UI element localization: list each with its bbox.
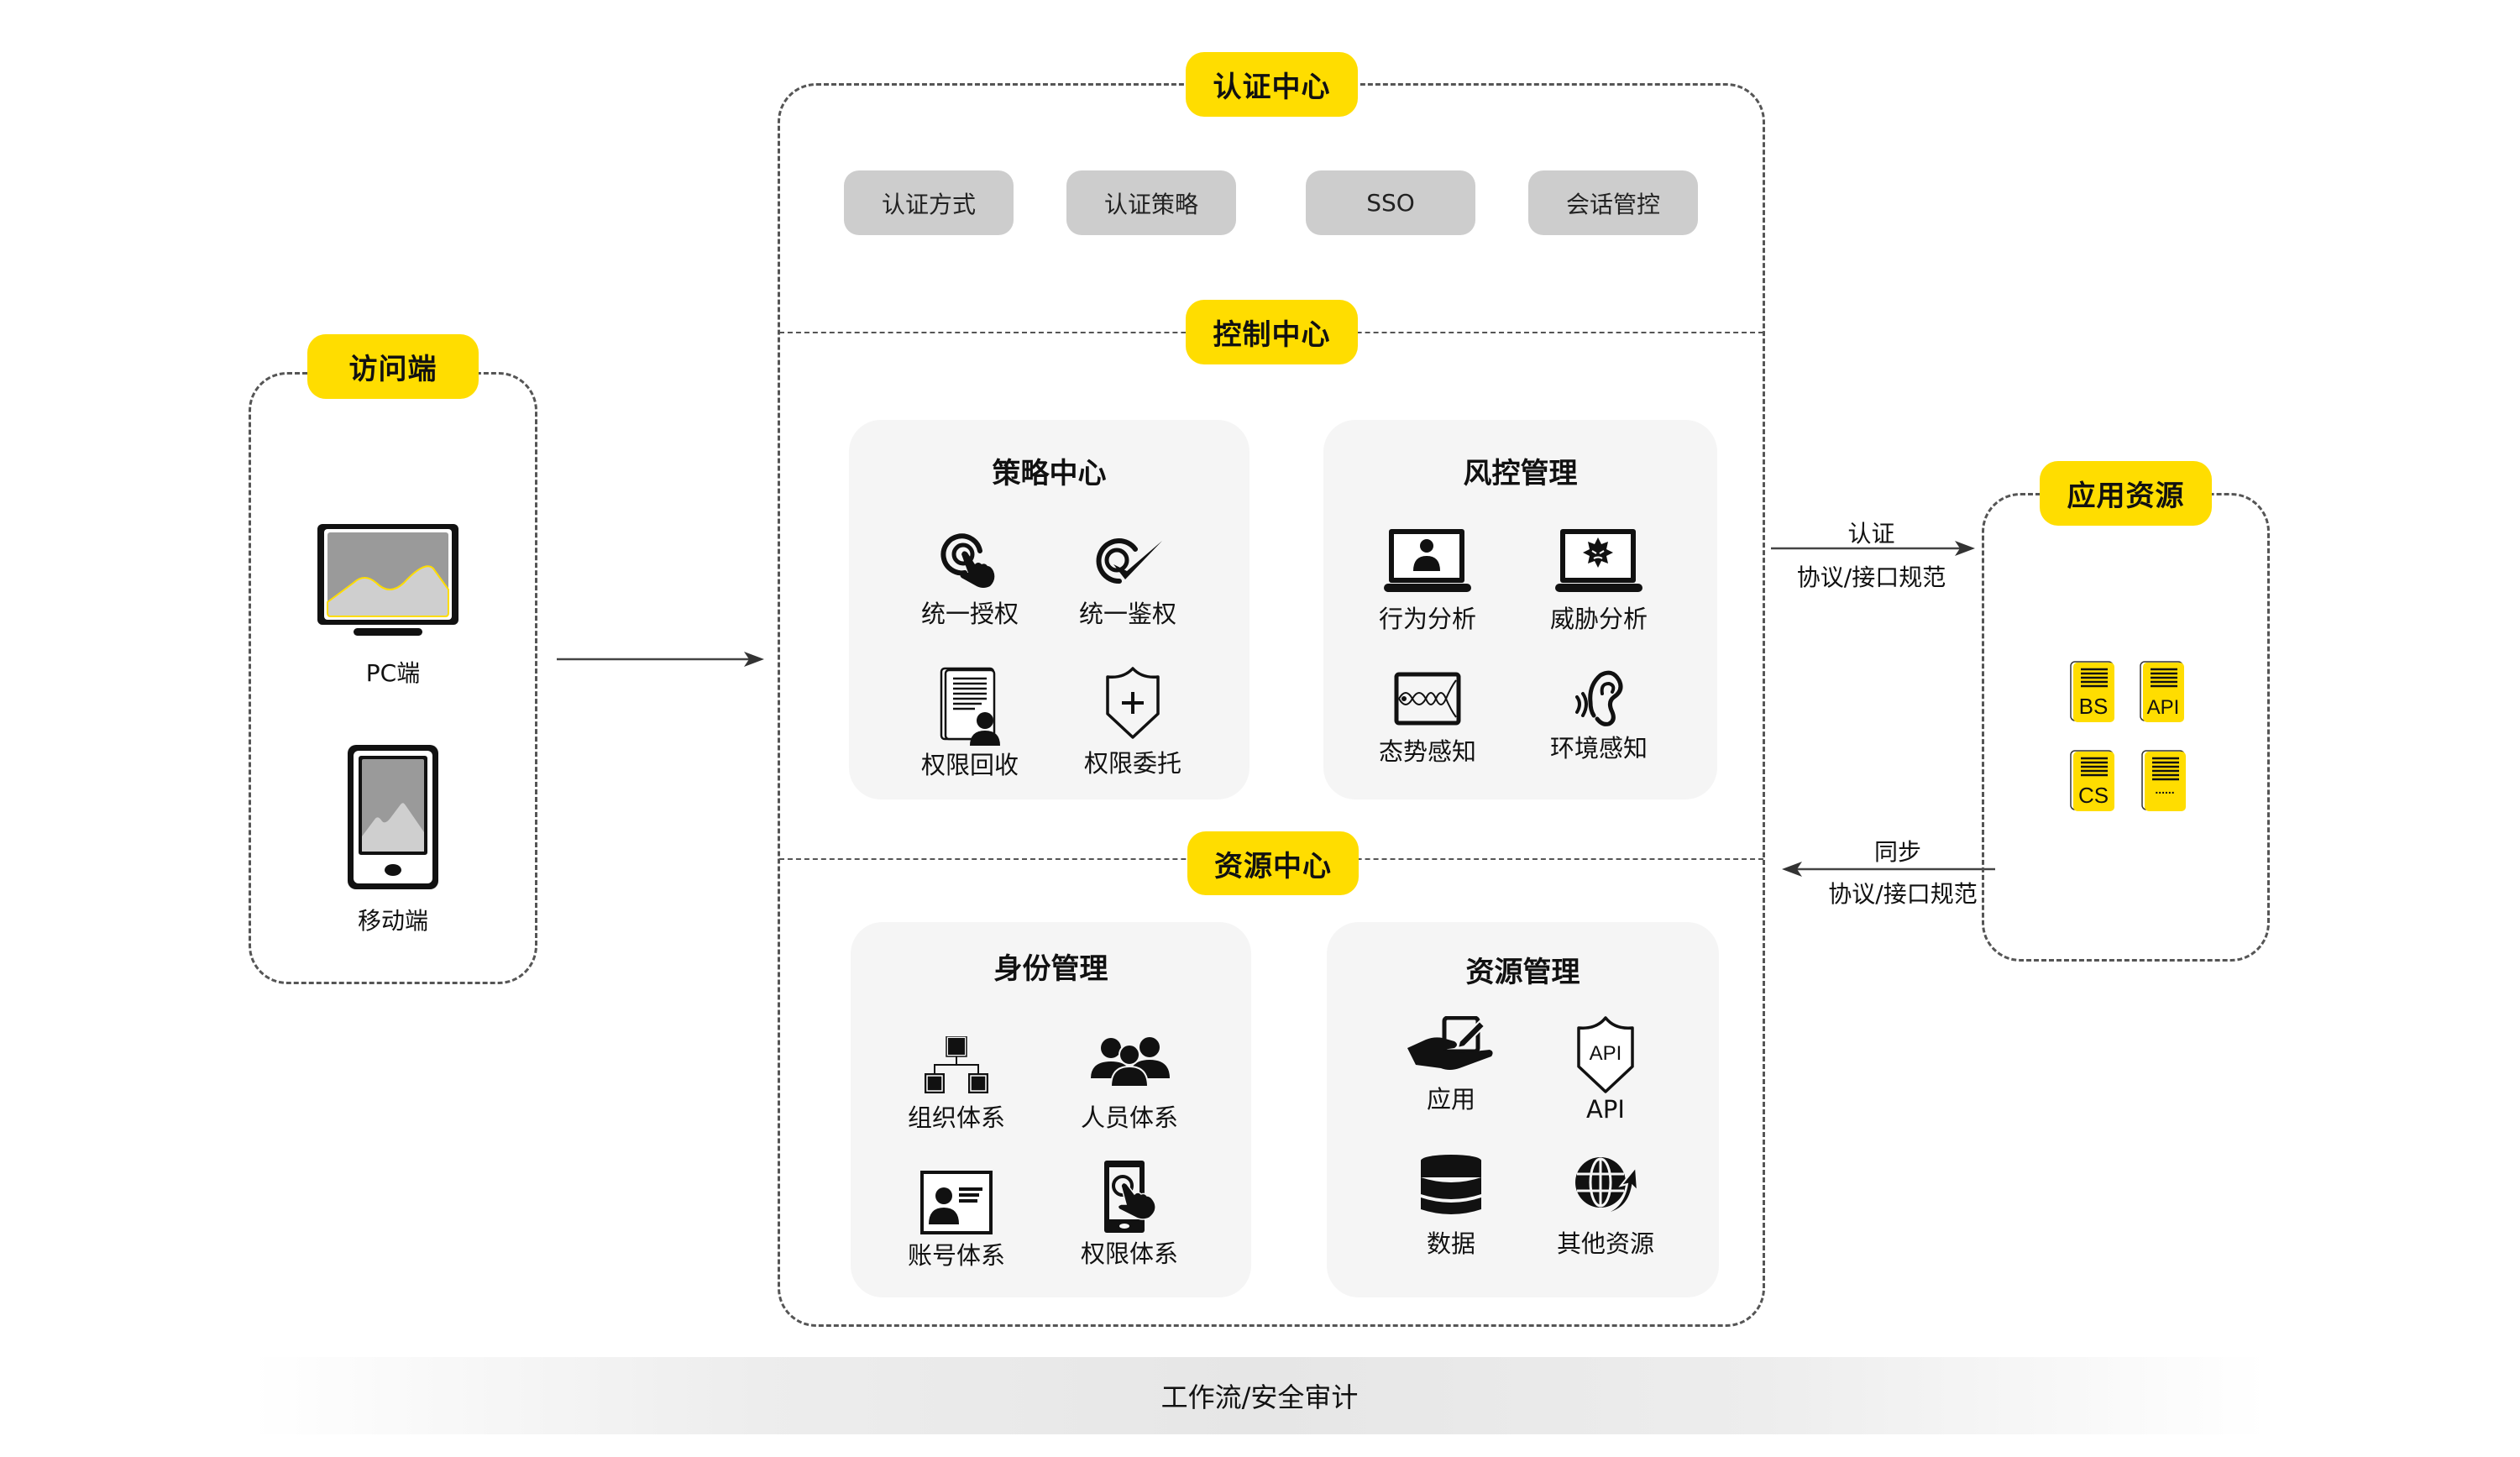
doc-cs-icon[interactable]: CS (2070, 750, 2114, 811)
hand-app-icon (1407, 1016, 1493, 1070)
resource-center-badge: 资源中心 (1187, 831, 1359, 895)
doc-label: ...... (2155, 783, 2174, 796)
item-permission-system[interactable]: 权限体系 (1045, 1159, 1213, 1270)
doc-bs-icon[interactable]: BS (2070, 661, 2114, 722)
pill-auth-method[interactable]: 认证方式 (844, 170, 1014, 235)
item-label: 威胁分析 (1549, 605, 1648, 633)
risk-management-title: 风控管理 (1463, 457, 1578, 490)
auth-arrow-top-label: 认证 (1847, 520, 1895, 548)
item-label: 统一鉴权 (1078, 600, 1176, 628)
device-label-pc: PC端 (365, 659, 421, 687)
wave-monitor-icon (1394, 672, 1461, 726)
item-label: 态势感知 (1378, 737, 1476, 766)
item-label: 其他资源 (1556, 1229, 1654, 1258)
doc-label: BS (2079, 694, 2109, 719)
item-other-resources[interactable]: 其他资源 (1522, 1154, 1690, 1260)
item-label: 行为分析 (1378, 605, 1476, 633)
identity-management-title: 身份管理 (993, 952, 1108, 986)
item-label: 数据 (1426, 1229, 1475, 1258)
item-label: 权限回收 (920, 751, 1019, 779)
auth-arrow-bottom-label: 协议/接口规范 (1796, 563, 1946, 591)
item-permission-revoke[interactable]: 权限回收 (886, 667, 1054, 781)
org-chart-icon (925, 1036, 988, 1093)
item-api[interactable]: API API (1522, 1016, 1690, 1124)
app-resources-badge: 应用资源 (2040, 461, 2212, 526)
touch-target-icon (940, 533, 995, 588)
resource-management-card: 资源管理 应用 API API 数据 (1327, 922, 1719, 1297)
sync-arrow (1782, 862, 1995, 877)
access-to-main-arrow (557, 652, 764, 667)
item-label: 应用 (1426, 1085, 1475, 1114)
item-account-system[interactable]: 账号体系 (872, 1171, 1040, 1271)
sync-arrow-bottom-label: 协议/接口规范 (1828, 880, 1978, 908)
globe-arrow-icon (1575, 1157, 1639, 1215)
audit-label: 工作流/安全审计 (1160, 1381, 1359, 1413)
item-label: 账号体系 (907, 1241, 1005, 1270)
auth-center-badge: 认证中心 (1186, 52, 1358, 117)
item-data[interactable]: 数据 (1367, 1154, 1535, 1260)
document-user-icon (940, 667, 1000, 746)
shield-plus-icon (1106, 667, 1160, 739)
app-resources-container (1982, 493, 2270, 962)
access-badge: 访问端 (307, 334, 479, 399)
resource-management-title: 资源管理 (1465, 956, 1580, 989)
pill-auth-policy[interactable]: 认证策略 (1066, 170, 1236, 235)
laptop-virus-icon (1555, 529, 1642, 592)
identity-management-card: 身份管理 组织体系 人员体系 账号体系 (851, 922, 1251, 1297)
policy-center-title: 策略中心 (992, 457, 1107, 490)
target-check-icon (1096, 538, 1162, 584)
item-behavior-analysis[interactable]: 行为分析 (1344, 527, 1511, 635)
item-personnel-system[interactable]: 人员体系 (1045, 1036, 1213, 1134)
doc-label: API (2147, 696, 2180, 719)
item-label: 环境感知 (1549, 734, 1648, 763)
item-label: 权限体系 (1080, 1239, 1178, 1268)
device-label-mobile: 移动端 (357, 907, 428, 935)
doc-more-icon[interactable]: ...... (2141, 750, 2186, 811)
item-label: 权限委托 (1083, 749, 1181, 778)
people-group-icon (1091, 1037, 1170, 1087)
api-shield-text: API (1590, 1042, 1622, 1065)
item-label: API (1586, 1095, 1625, 1124)
item-label: 人员体系 (1080, 1103, 1178, 1132)
id-card-icon (920, 1171, 993, 1234)
sync-arrow-top-label: 同步 (1873, 838, 1921, 866)
doc-api-icon[interactable]: API (2140, 661, 2184, 722)
item-situation-awareness[interactable]: 态势感知 (1344, 672, 1511, 768)
item-label: 统一授权 (920, 600, 1019, 628)
pill-session-control[interactable]: 会话管控 (1528, 170, 1698, 235)
desktop-monitor-icon (316, 522, 460, 640)
item-application[interactable]: 应用 (1367, 1016, 1535, 1115)
control-center-badge: 控制中心 (1186, 300, 1358, 364)
pill-sso[interactable]: SSO (1306, 170, 1475, 235)
api-shield-icon: API (1577, 1016, 1634, 1093)
item-unified-authentication[interactable]: 统一鉴权 (1044, 531, 1212, 630)
item-threat-analysis[interactable]: 威胁分析 (1515, 527, 1683, 635)
ear-sound-icon (1575, 670, 1623, 726)
item-unified-authorization[interactable]: 统一授权 (886, 531, 1054, 630)
audit-bar: 工作流/安全审计 (252, 1357, 2267, 1434)
item-org-system[interactable]: 组织体系 (872, 1036, 1040, 1134)
risk-management-card: 风控管理 行为分析 威胁分析 态势感知 (1323, 420, 1717, 799)
auth-arrow (1771, 541, 1975, 556)
laptop-user-icon (1384, 529, 1471, 592)
database-icon (1421, 1155, 1481, 1214)
item-label: 组织体系 (907, 1103, 1005, 1132)
item-permission-delegate[interactable]: 权限委托 (1049, 667, 1217, 779)
doc-label: CS (2078, 783, 2109, 808)
item-environment-awareness[interactable]: 环境感知 (1515, 668, 1683, 764)
mobile-tablet-icon (347, 744, 439, 890)
policy-center-card: 策略中心 统一授权 统一鉴权 权限回收 权限委托 (849, 420, 1250, 799)
phone-touch-icon (1104, 1161, 1156, 1233)
